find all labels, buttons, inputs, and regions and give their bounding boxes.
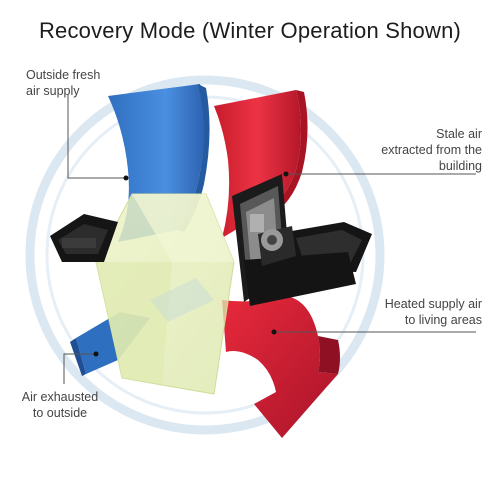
ventilation-unit — [232, 174, 356, 306]
leader-line-fresh-air — [67, 95, 126, 179]
leader-dot-exhaust — [93, 351, 99, 357]
label-outside-fresh-air: Outside fresh air supply — [26, 68, 101, 98]
label-stale-air: Stale air extracted from the building — [381, 127, 482, 173]
leader-line-exhaust — [63, 353, 96, 384]
heated-supply-arrow — [222, 296, 340, 438]
leader-dot-fresh-air — [123, 175, 129, 181]
heat-exchanger-core — [95, 193, 235, 395]
label-air-exhausted: Air exhausted to outside — [21, 390, 99, 420]
leader-dots — [93, 171, 289, 357]
leader-dot-heated-supply — [271, 329, 277, 335]
leader-lines — [63, 95, 476, 384]
label-heated-supply-air: Heated supply air to living areas — [384, 297, 482, 327]
diagram-title: Recovery Mode (Winter Operation Shown) — [38, 18, 462, 43]
left-duct-frame — [50, 214, 118, 262]
leader-dot-stale-air — [283, 171, 289, 177]
